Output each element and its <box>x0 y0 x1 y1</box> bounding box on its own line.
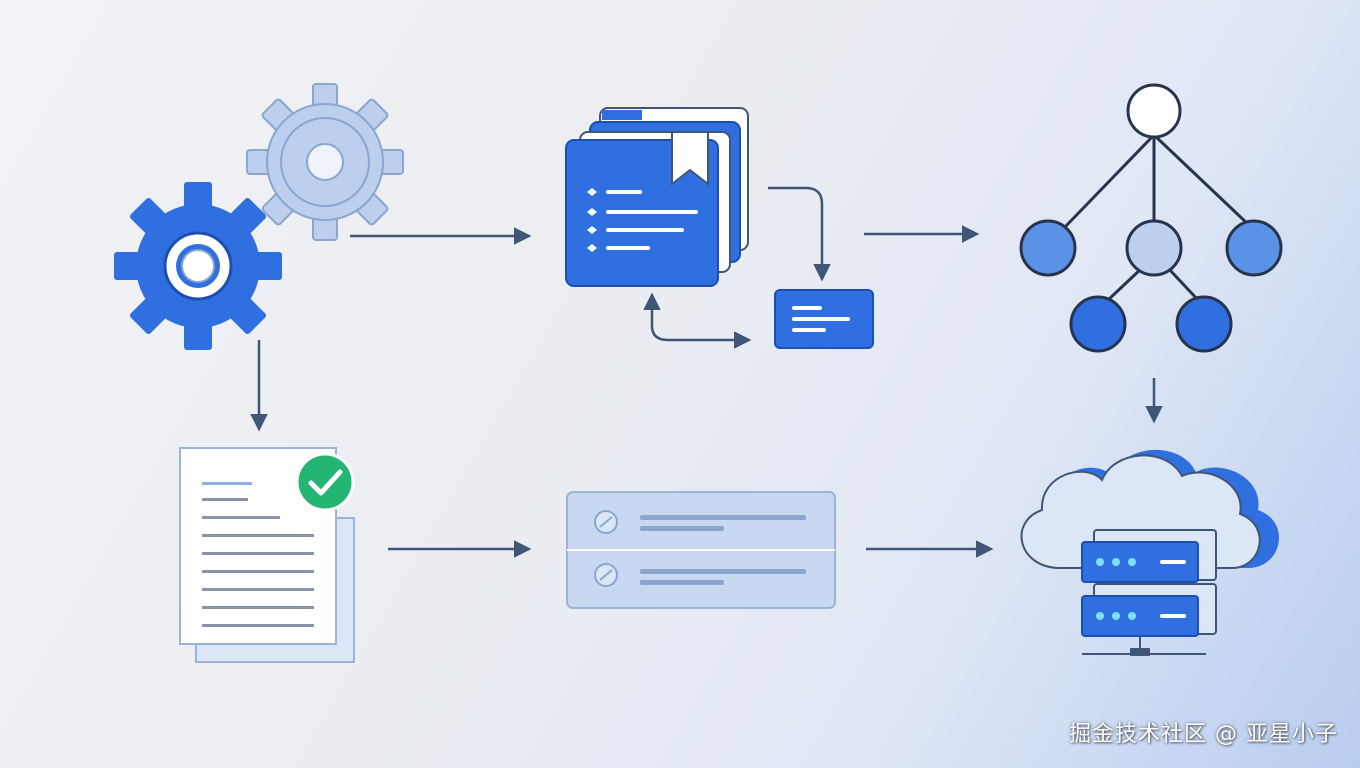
cloud-server-icon <box>1020 449 1280 656</box>
gear-icon-large-blue <box>114 182 282 350</box>
document-check-icon <box>179 447 355 663</box>
gear-icon-large-light <box>246 83 404 241</box>
arrow-folder-to-card <box>768 186 831 282</box>
arrow-card-to-folder <box>643 292 752 349</box>
watermark: 掘金技术社区 @ 亚星小子 <box>1069 722 1338 747</box>
checklist-row <box>594 510 806 534</box>
server-unit <box>1081 529 1217 583</box>
checklist-panel-icon <box>566 491 836 609</box>
folder-stack-icon <box>565 107 749 287</box>
checklist-row <box>594 563 806 587</box>
check-badge-icon <box>295 452 355 512</box>
connector-arrows <box>250 186 1163 558</box>
server-unit <box>1081 583 1217 637</box>
hierarchy-tree-icon <box>1019 83 1283 353</box>
document-card-icon <box>774 289 874 349</box>
